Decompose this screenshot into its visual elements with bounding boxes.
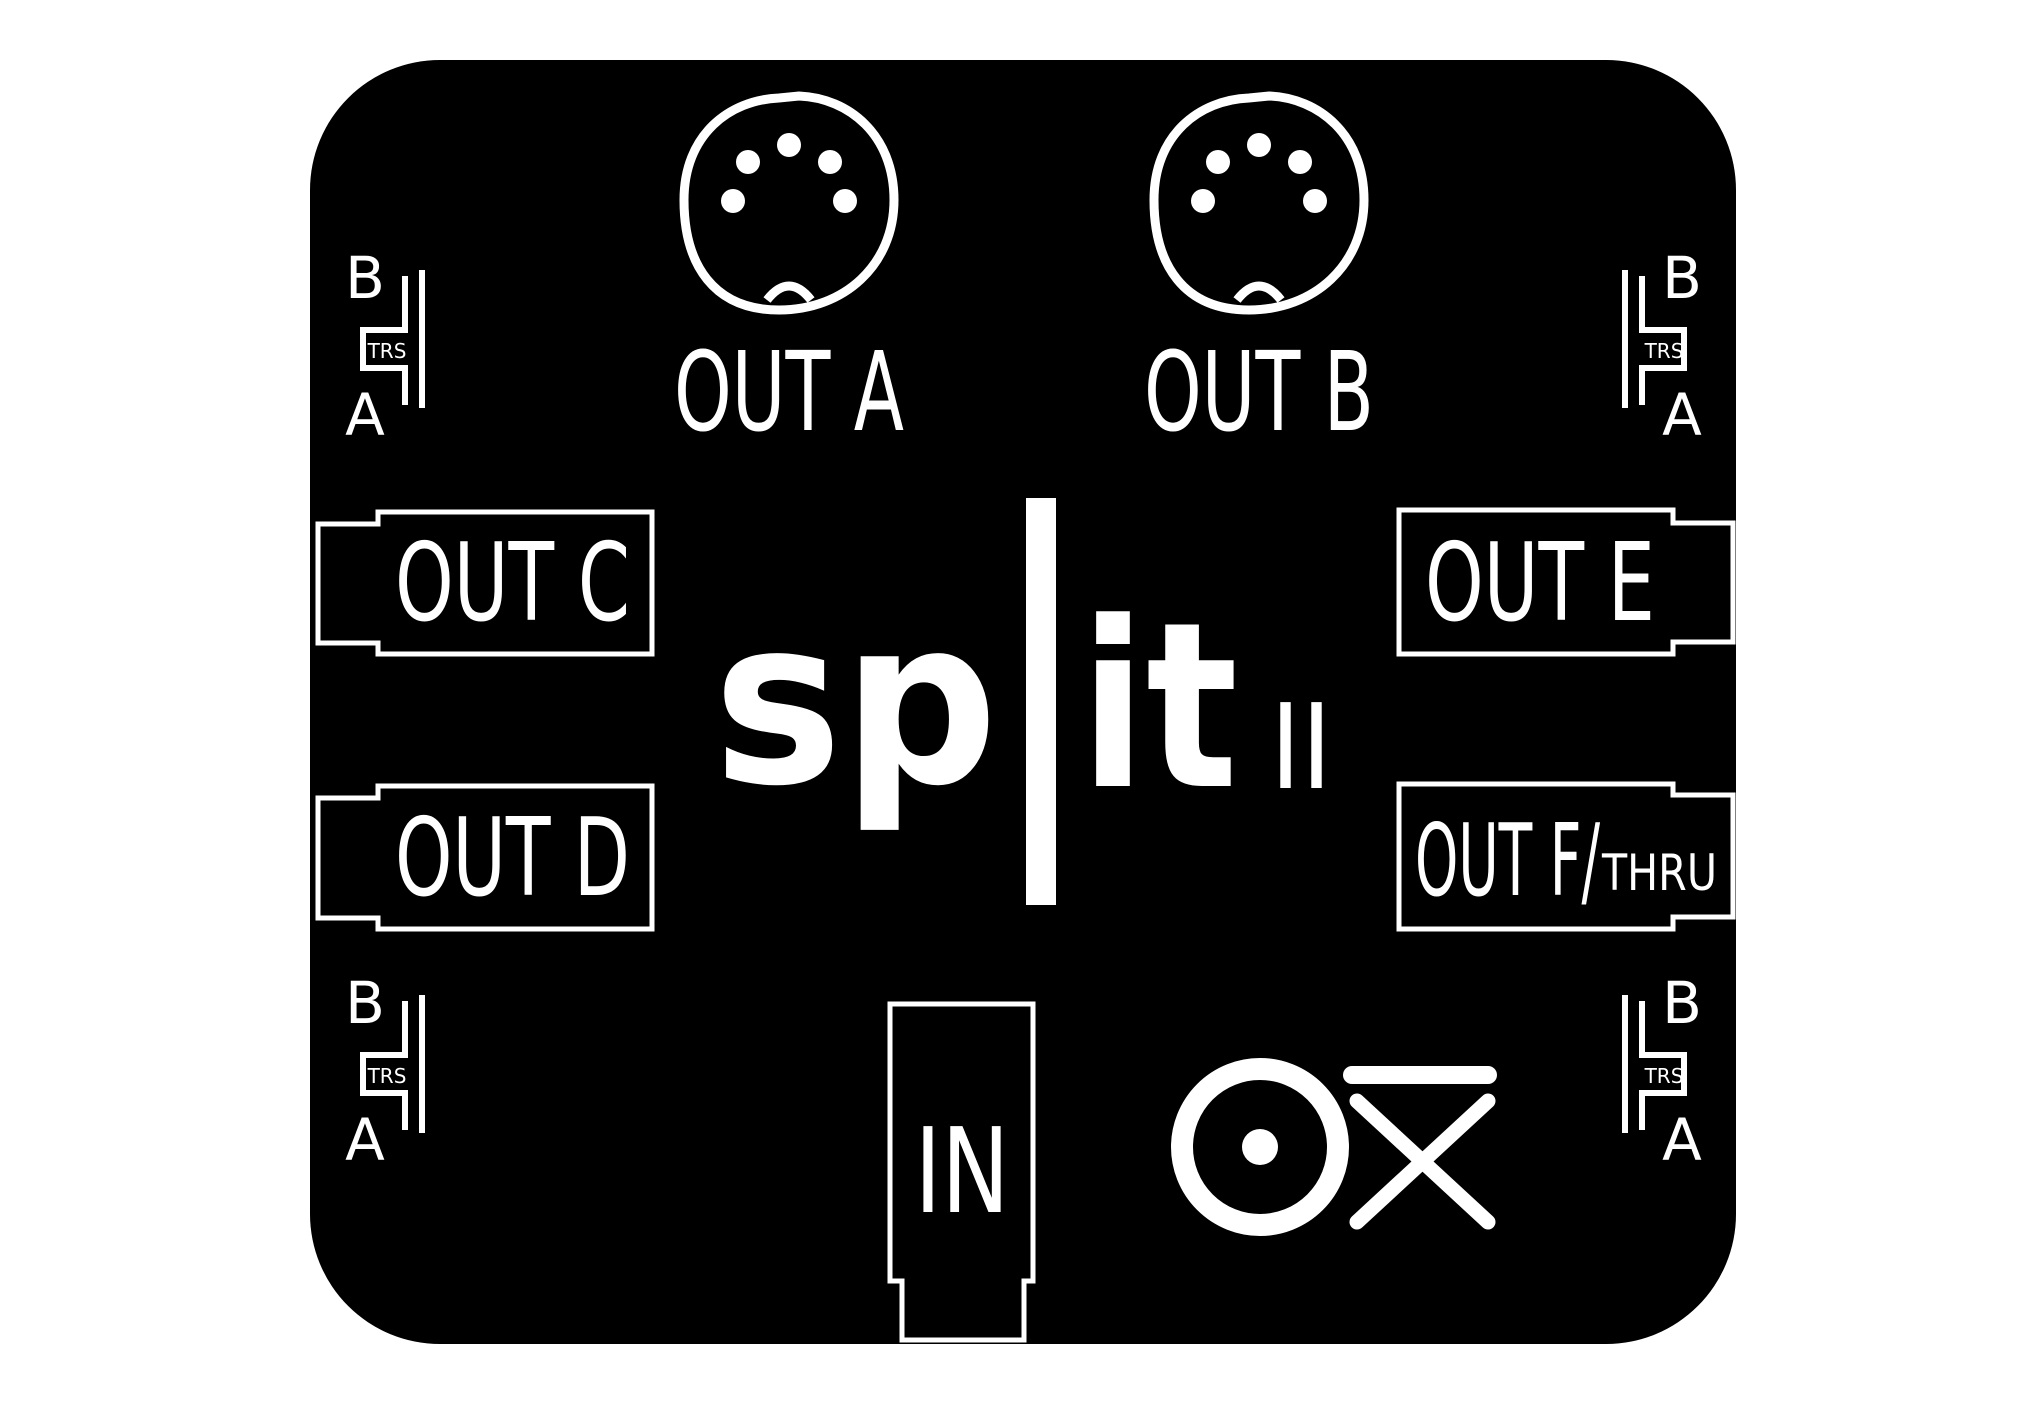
out-c-label: OUT C bbox=[395, 521, 630, 646]
product-name-bar bbox=[1026, 498, 1056, 905]
jack-out-e-outline bbox=[1396, 507, 1736, 657]
out-a-label: OUT A bbox=[674, 328, 904, 456]
out-f-label: OUT F/ bbox=[1415, 802, 1600, 919]
trs-middle-label: TRS bbox=[367, 339, 407, 363]
jack-out-c-outline bbox=[315, 509, 655, 657]
product-name-prefix: sp bbox=[713, 570, 998, 837]
trs-middle-label: TRS bbox=[1644, 1064, 1684, 1088]
trs-switch-bottom-right: B TRS A bbox=[1622, 969, 1702, 1174]
jack-in-outline bbox=[887, 1001, 1036, 1343]
trs-b-label: B bbox=[1662, 969, 1702, 1037]
trs-a-label: A bbox=[345, 381, 385, 449]
trs-a-label: A bbox=[345, 1106, 385, 1174]
trs-b-label: B bbox=[345, 969, 385, 1037]
trs-a-label: A bbox=[1662, 381, 1702, 449]
trs-switch-top-right: B TRS A bbox=[1622, 244, 1702, 449]
trs-b-label: B bbox=[345, 244, 385, 312]
trs-switch-bottom-left: B TRS A bbox=[345, 969, 425, 1174]
out-b-label: OUT B bbox=[1144, 328, 1374, 456]
out-e-label: OUT E bbox=[1425, 521, 1655, 646]
trs-switch-top-left: B TRS A bbox=[345, 244, 425, 449]
trs-a-label: A bbox=[1662, 1106, 1702, 1174]
out-d-label: OUT D bbox=[395, 796, 630, 921]
out-f-thru-label: THRU bbox=[1601, 844, 1717, 902]
ox-logo-icon bbox=[1171, 1058, 1497, 1236]
panel-body bbox=[310, 60, 1736, 1344]
jack-out-d-outline bbox=[315, 783, 655, 932]
din-connector-out-a-icon bbox=[679, 91, 899, 315]
trs-b-label: B bbox=[1662, 244, 1702, 312]
product-version: II bbox=[1270, 678, 1332, 816]
trs-middle-label: TRS bbox=[1644, 339, 1684, 363]
din-connector-out-b-icon bbox=[1149, 91, 1369, 315]
product-name-suffix: it bbox=[1080, 574, 1238, 841]
jack-out-f-outline bbox=[1396, 781, 1736, 932]
trs-middle-label: TRS bbox=[367, 1064, 407, 1088]
in-label: IN bbox=[915, 1102, 1010, 1240]
